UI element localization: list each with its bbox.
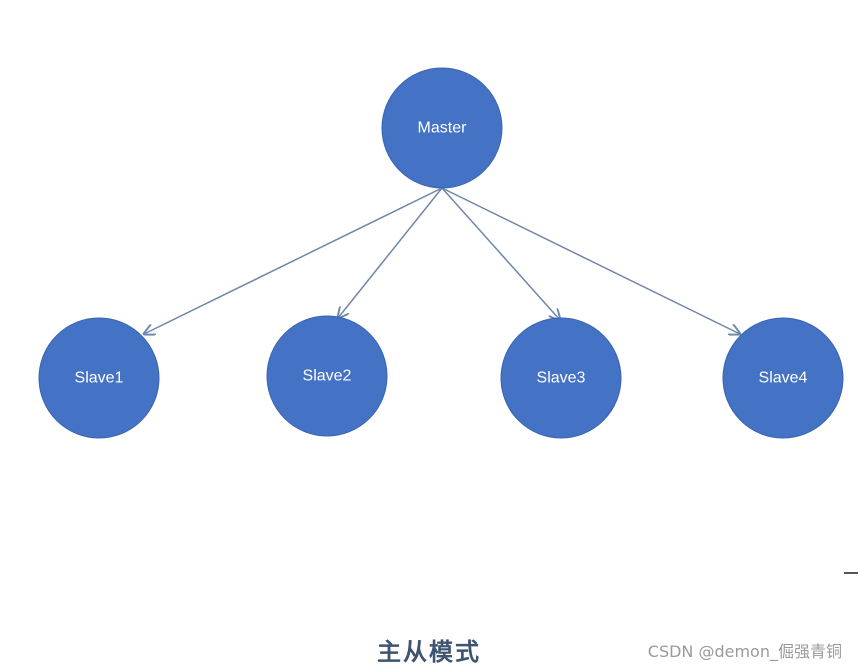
watermark-text: CSDN @demon_倔强青铜	[647, 642, 842, 661]
slave-node-2: Slave2	[266, 315, 388, 437]
master-node: Master	[381, 67, 503, 189]
edge-master-slave1	[144, 187, 443, 334]
slave-node-4-label: Slave4	[759, 370, 808, 387]
slave-node-4: Slave4	[722, 317, 844, 439]
slave-node-1-label: Slave1	[75, 370, 124, 387]
edge-master-slave3	[441, 187, 560, 320]
edge-master-slave4	[441, 187, 740, 334]
slave-node-2-label: Slave2	[303, 368, 352, 385]
diagram-caption: 主从模式	[377, 638, 481, 666]
slave-node-3-label: Slave3	[537, 370, 586, 387]
edge-master-slave2	[338, 187, 443, 318]
slave-node-3: Slave3	[500, 317, 622, 439]
edge-tick-mark	[844, 572, 858, 574]
master-node-label: Master	[418, 120, 468, 137]
slave-node-1: Slave1	[38, 317, 160, 439]
